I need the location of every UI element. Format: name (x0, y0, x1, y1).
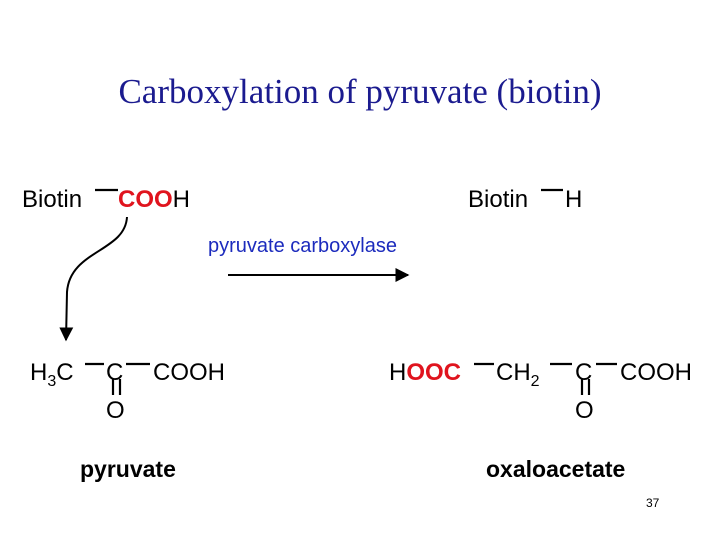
biotin-label: Biotin (22, 186, 82, 213)
ch2-ch: CH (496, 359, 531, 386)
enzyme-label: pyruvate carboxylase (208, 235, 397, 257)
pyruvate-methyl-group: H3C (30, 359, 74, 390)
slide-title: Carboxylation of pyruvate (biotin) (118, 72, 602, 111)
methyl-c: C (56, 359, 73, 386)
carboxyl-h: H (173, 186, 190, 213)
pyruvate-oxygen: O (106, 397, 125, 424)
oxaloacetate-name: oxaloacetate (486, 456, 625, 482)
carboxyl-o: O (154, 186, 173, 213)
oxaloacetate-h: H (389, 359, 406, 386)
page-number: 37 (646, 496, 660, 510)
oxaloacetate-ooc: OOC (406, 359, 461, 386)
methyl-h: H (30, 359, 47, 386)
oxaloacetate-oxygen: O (575, 397, 594, 424)
carboxyl-co: CO (118, 186, 154, 213)
oxaloacetate-ch2: CH2 (496, 359, 540, 390)
oxaloacetate-cooh: COOH (620, 359, 692, 386)
pyruvate-name: pyruvate (80, 456, 176, 482)
oxaloacetate-carboxyl-group: HOOC (389, 359, 461, 386)
ch2-subscript-2: 2 (531, 373, 540, 390)
biotin-h-h: H (565, 186, 582, 213)
pyruvate-cooh: COOH (153, 359, 225, 386)
methyl-subscript-3: 3 (47, 373, 56, 390)
biotin-carboxyl-group: COOH (118, 186, 190, 213)
biotin-h-biotin-label: Biotin (468, 186, 528, 213)
carboxyl-transfer-arrow (59, 216, 128, 342)
